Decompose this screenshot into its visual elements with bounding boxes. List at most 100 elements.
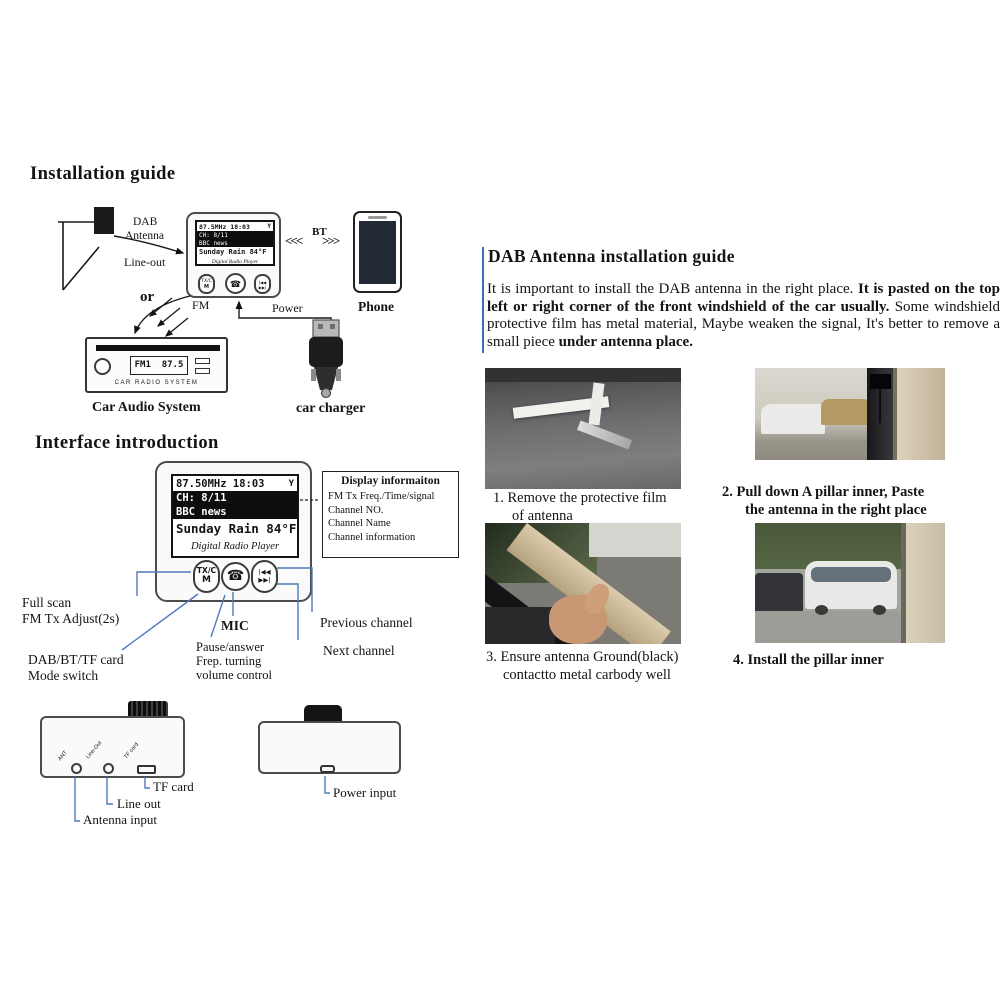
tf-card-label: TF card: [153, 779, 194, 794]
display-brand: Digital Radio Player: [211, 258, 259, 265]
m-label: M: [202, 575, 211, 585]
pillar-inner-installed: [906, 523, 945, 643]
lineout-port-marking: Line-Out: [85, 740, 104, 761]
device-display-large: 87.50MHz 18:03 Y CH: 8/11 BBC news Sunda…: [171, 474, 299, 558]
seek-button-small: |◀◀ ▶▶|: [254, 274, 271, 294]
step-2-caption-line-2: the antenna in the right place: [745, 502, 927, 518]
display-row-freq: 87.5MHz 18:03 Y: [197, 222, 273, 231]
phone-icon: ☎: [229, 279, 242, 289]
antenna-input-label: Antenna input: [83, 812, 158, 827]
interior-trim: [897, 368, 945, 460]
tan-car: [821, 399, 871, 425]
display-info-box: Display informaiton FM Tx Freq./Time/sig…: [322, 471, 459, 558]
display-weather: Sunday Rain 84°F: [199, 248, 267, 256]
fm-label: FM: [192, 298, 210, 312]
para-seg-3: Some windshield protective film has meta…: [487, 298, 1000, 350]
step-3-caption-line-2: contactto metal carbody well: [503, 667, 671, 683]
transmitter-bottom-view: ANT Line-Out TF card: [40, 716, 185, 778]
signal-icon: Y: [267, 223, 271, 230]
dark-car: [755, 573, 803, 615]
fm-transmitter-device-small: 87.5MHz 18:03 Y CH: 8/11 BBC news Sunday…: [186, 212, 281, 298]
step-1-caption-line-2: of antenna: [512, 508, 573, 524]
next-icon: ▶▶|: [258, 576, 271, 584]
antenna-input-line: [74, 777, 80, 822]
fm-tx-adjust-label: FM Tx Adjust(2s): [22, 611, 120, 626]
power-input-label: Power input: [333, 785, 397, 800]
white-car: [761, 404, 825, 434]
step-photo-3: [485, 523, 681, 644]
txc-m-button: TX/C M: [193, 560, 220, 593]
step-4-caption-line-1: 4. Install the pillar inner: [733, 652, 884, 668]
display-freq-time: 87.5MHz 18:03: [199, 222, 250, 231]
fm-wave-arrows: [148, 297, 189, 337]
radio-display: FM1 87.5: [130, 356, 188, 375]
power-label: Power: [272, 301, 303, 315]
bt-arrows-right-icon: >>>: [322, 233, 340, 248]
phone-icon: ☎: [226, 569, 245, 584]
transmitter-bottom-view-2: [258, 721, 401, 774]
car-audio-drawing: FM1 87.5 CAR RADIO SYSTEM: [85, 337, 228, 393]
car-charger-label: car charger: [296, 401, 366, 416]
para-seg-2: It is pasted on the top left or right co…: [487, 281, 1000, 315]
line-out-label: Line out: [117, 796, 161, 811]
info-box-line-1: FM Tx Freq./Time/signal: [328, 491, 435, 502]
next-icon: ▶▶|: [258, 285, 267, 290]
pillar-seam: [893, 368, 897, 460]
cd-slot: [96, 345, 220, 351]
protective-film-piece: [577, 420, 632, 450]
tf-slot: [137, 765, 156, 774]
lineout-port: [103, 763, 114, 774]
seek-buttons: |◀◀ ▶▶|: [251, 560, 278, 593]
antenna-amplifier-box: [94, 207, 114, 234]
prev-icon: |◀◀: [258, 568, 271, 576]
display-weather: Sunday Rain 84°F: [176, 521, 297, 536]
info-box-line-3: Channel Name: [328, 518, 391, 529]
guide-paragraph: It is important to install the DAB anten…: [487, 281, 1000, 351]
step-photo-4: [755, 523, 945, 643]
pillar-edge: [901, 523, 906, 643]
line-out-port-line: [106, 777, 113, 805]
bt-label: BT: [312, 226, 327, 238]
mode-switch-label-2: Mode switch: [28, 668, 99, 683]
windshield-base: [485, 368, 681, 382]
m-label: M: [204, 284, 209, 290]
phone-button-small: ☎: [225, 273, 246, 294]
van-wheel-1: [815, 605, 828, 615]
charger-spring-2: [336, 369, 341, 381]
phone-screen: [359, 221, 396, 284]
dab-label: DAB: [133, 216, 158, 228]
radio-button-1: [195, 358, 210, 364]
sky: [589, 523, 681, 557]
mode-switch-label-1: DAB/BT/TF card: [28, 652, 124, 667]
txc-m-button-small: TX/C M: [198, 274, 215, 294]
tf-card-line: [144, 777, 150, 789]
signal-icon: Y: [288, 478, 294, 489]
display-station: BBC news: [173, 505, 297, 519]
step-photo-1: [485, 368, 681, 489]
para-seg-4: under antenna place.: [558, 333, 693, 350]
right-device-knob: [304, 705, 342, 723]
power-input-line: [324, 776, 330, 794]
dab-antenna-module: [870, 374, 891, 389]
usb-notch-2: [330, 324, 335, 329]
freq-turning-label: Frep. turning: [196, 654, 262, 668]
next-channel-label: Next channel: [323, 643, 395, 658]
tf-port-marking: TF card: [123, 741, 140, 761]
van-windows: [811, 567, 891, 582]
radio-button-2: [195, 368, 210, 374]
display-station: BBC news: [197, 239, 273, 247]
prev-icon: |◀◀: [258, 280, 267, 285]
antenna-diagonal-rod: [62, 246, 100, 291]
pause-answer-label: Pause/answer: [196, 640, 265, 654]
info-box-line-4: Channel information: [328, 531, 416, 543]
phone-drawing: [353, 211, 402, 293]
display-brand: Digital Radio Player: [190, 541, 280, 552]
fm-arrow-2: [156, 307, 181, 327]
fm-arrow-3: [164, 317, 189, 337]
interface-introduction-title: Interface introduction: [35, 433, 219, 453]
display-channel: CH: 8/11: [197, 231, 273, 239]
car-charger-drawing: [309, 319, 343, 399]
bt-arrows-left-icon: <<<: [285, 233, 303, 248]
full-scan-label: Full scan: [22, 595, 72, 610]
display-channel: CH: 8/11: [173, 491, 297, 505]
